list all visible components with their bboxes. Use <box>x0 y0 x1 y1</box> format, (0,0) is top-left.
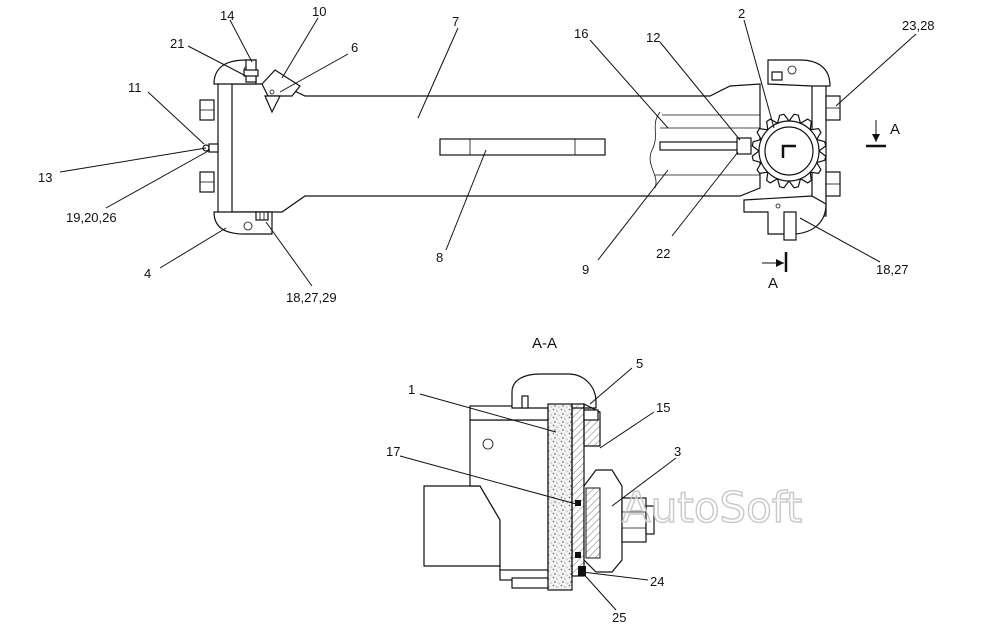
pressure-plate <box>571 403 585 577</box>
right-upper-bracket <box>767 59 831 87</box>
callout-2: 2 <box>738 6 745 21</box>
callout-6: 6 <box>351 40 358 55</box>
callout-14: 14 <box>220 8 234 23</box>
section-title: A-A <box>532 335 557 352</box>
callout-22: 22 <box>656 246 670 261</box>
callout-18-27-29: 18,27,29 <box>286 290 337 305</box>
callout-19-20-26: 19,20,26 <box>66 210 117 225</box>
watermark: AutoSoft <box>622 483 802 532</box>
callout-10: 10 <box>312 4 326 19</box>
callout-3: 3 <box>674 444 681 459</box>
callout-16: 16 <box>574 26 588 41</box>
callout-5: 5 <box>636 356 643 371</box>
section-marker-bottom: A <box>768 275 778 292</box>
shaft <box>659 141 739 151</box>
callout-15: 15 <box>656 400 670 415</box>
callout-18-27: 18,27 <box>876 262 909 277</box>
callout-7: 7 <box>452 14 459 29</box>
callout-25: 25 <box>612 610 626 625</box>
callout-17: 17 <box>386 444 400 459</box>
left-end-plate <box>217 81 233 217</box>
callout-11: 11 <box>128 80 142 95</box>
callout-8: 8 <box>436 250 443 265</box>
top-view: A A <box>59 17 917 292</box>
section-view: A-A <box>399 335 677 611</box>
callout-9: 9 <box>582 262 589 277</box>
leaders-top <box>59 17 917 287</box>
callout-23-28: 23,28 <box>902 18 935 33</box>
slot <box>439 138 606 156</box>
callout-13: 13 <box>38 170 52 185</box>
callout-21: 21 <box>170 36 184 51</box>
section-marker-top: A <box>890 121 900 138</box>
leaders-section <box>399 367 677 611</box>
callout-12: 12 <box>646 30 660 45</box>
cap <box>511 373 597 409</box>
callout-4: 4 <box>144 266 151 281</box>
callout-1: 1 <box>408 382 415 397</box>
breakout-window <box>649 111 661 189</box>
callout-24: 24 <box>650 574 664 589</box>
callout-labels: 14 10 21 6 7 16 12 2 23,28 11 13 19,20,2… <box>38 4 935 625</box>
